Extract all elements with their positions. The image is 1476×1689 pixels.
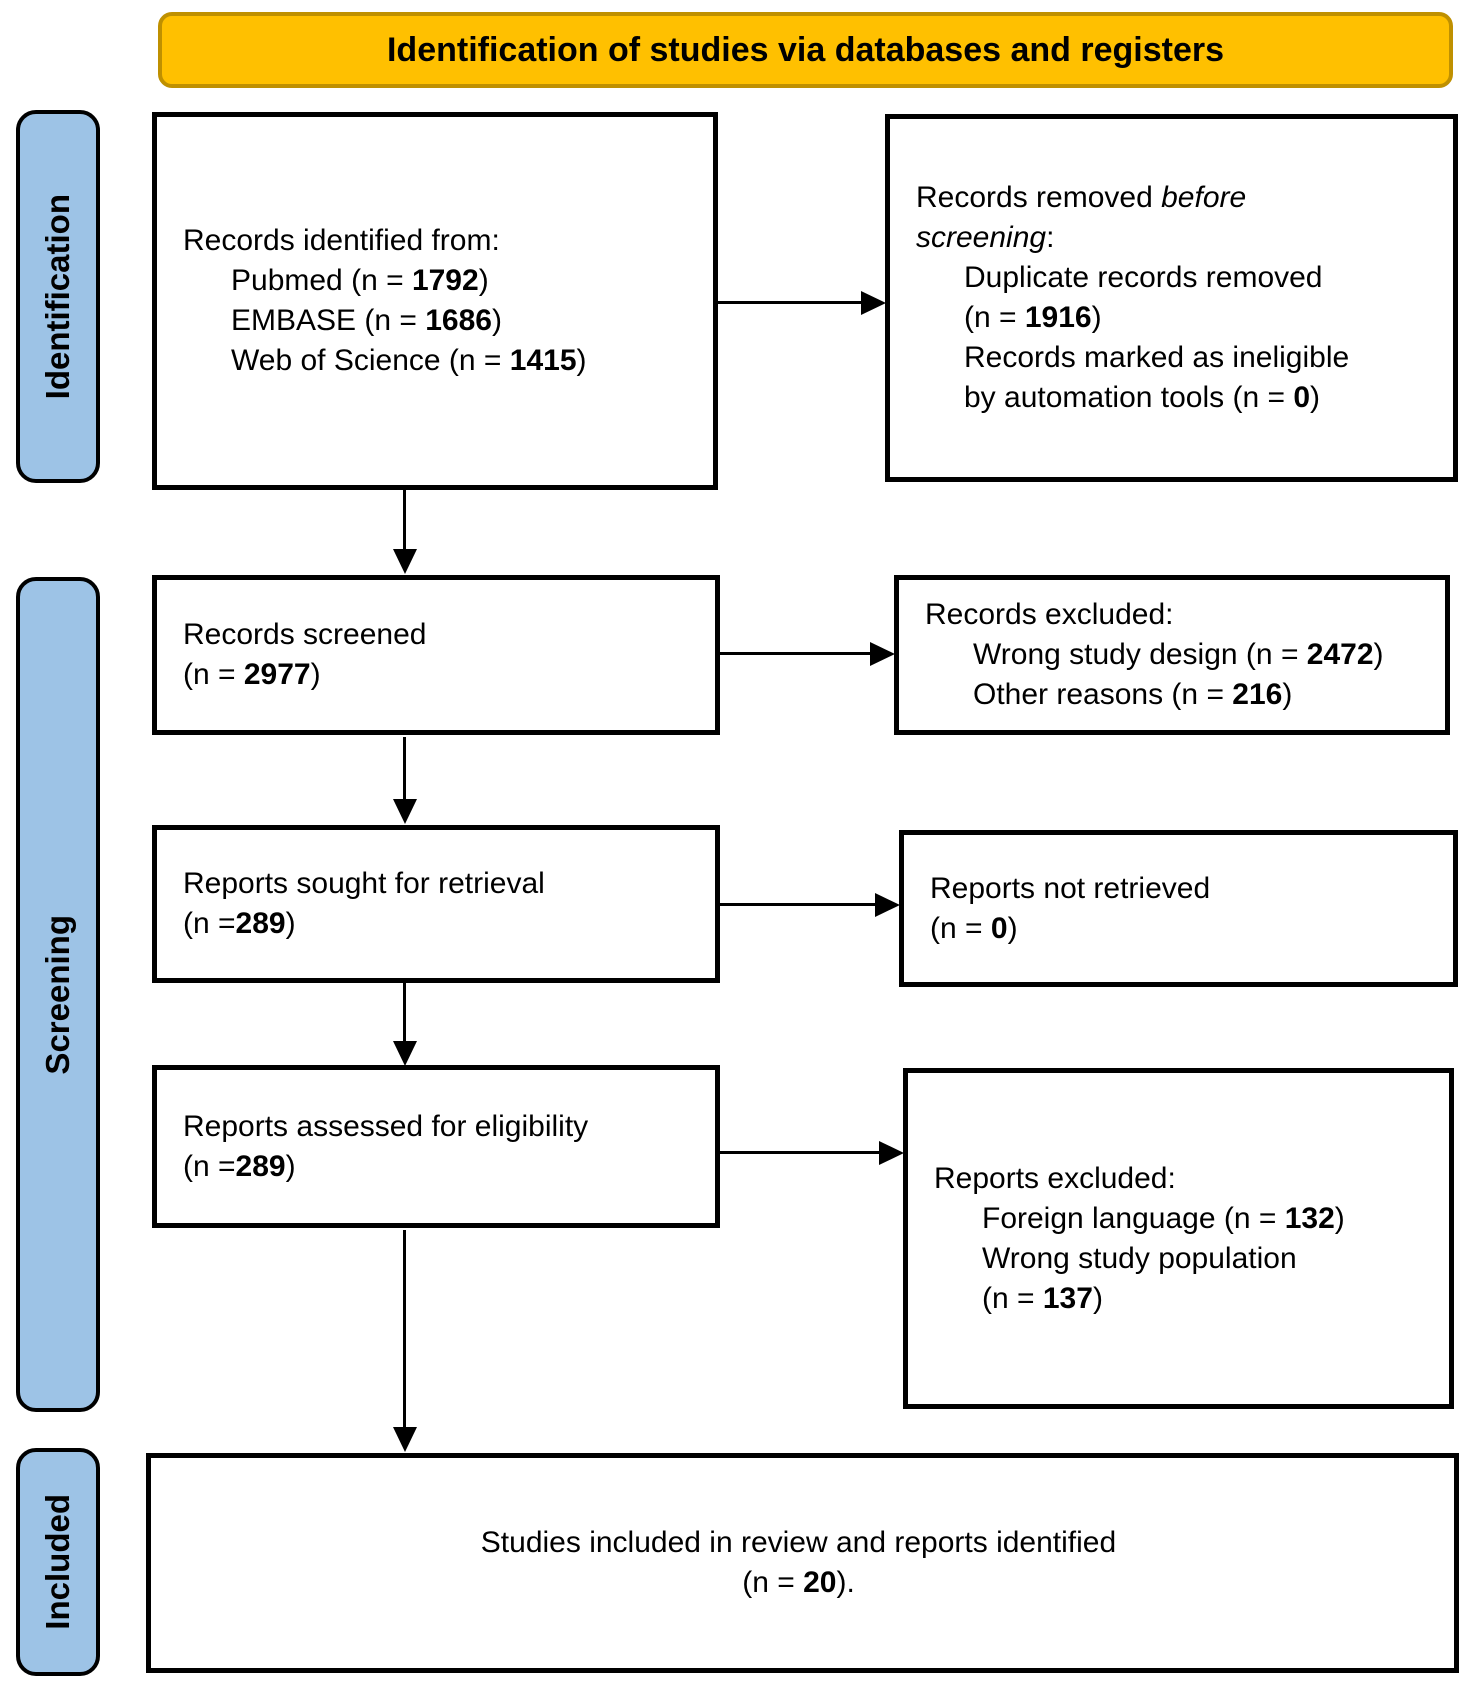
arrow-identified-to-screened — [403, 490, 406, 549]
stage-label-identification: Identification — [16, 110, 100, 483]
arrow-identified-to-removed — [718, 301, 861, 304]
arrow-screened-to-excluded — [720, 652, 870, 655]
box-studies-included: Studies included in review and reports i… — [146, 1453, 1459, 1673]
box-reports-sought: Reports sought for retrieval(n =289) — [152, 825, 720, 983]
box-reports-assessed: Reports assessed for eligibility(n =289) — [152, 1065, 720, 1228]
banner-title: Identification of studies via databases … — [158, 12, 1453, 88]
stage-label-included: Included — [16, 1448, 100, 1676]
arrow-assessed-to-included — [403, 1230, 406, 1427]
box-records-screened: Records screened(n = 2977) — [152, 575, 720, 735]
arrow-sought-to-assessed — [403, 983, 406, 1041]
box-records-excluded: Records excluded:Wrong study design (n =… — [894, 575, 1450, 735]
banner-title-label: Identification of studies via databases … — [386, 30, 1225, 69]
arrow-screened-to-sought — [403, 737, 406, 799]
box-records-identified: Records identified from:Pubmed (n = 1792… — [152, 112, 718, 490]
box-reports-excluded: Reports excluded:Foreign language (n = 1… — [903, 1068, 1454, 1409]
arrow-sought-to-not-retrieved — [720, 903, 875, 906]
stage-label-included-text: Included — [39, 1494, 76, 1630]
arrow-assessed-to-excluded — [720, 1151, 879, 1154]
stage-label-screening: Screening — [16, 577, 100, 1412]
stage-label-screening-text: Screening — [39, 914, 76, 1075]
box-reports-not-retrieved: Reports not retrieved(n = 0) — [899, 830, 1458, 987]
stage-label-identification-text: Identification — [39, 193, 76, 400]
